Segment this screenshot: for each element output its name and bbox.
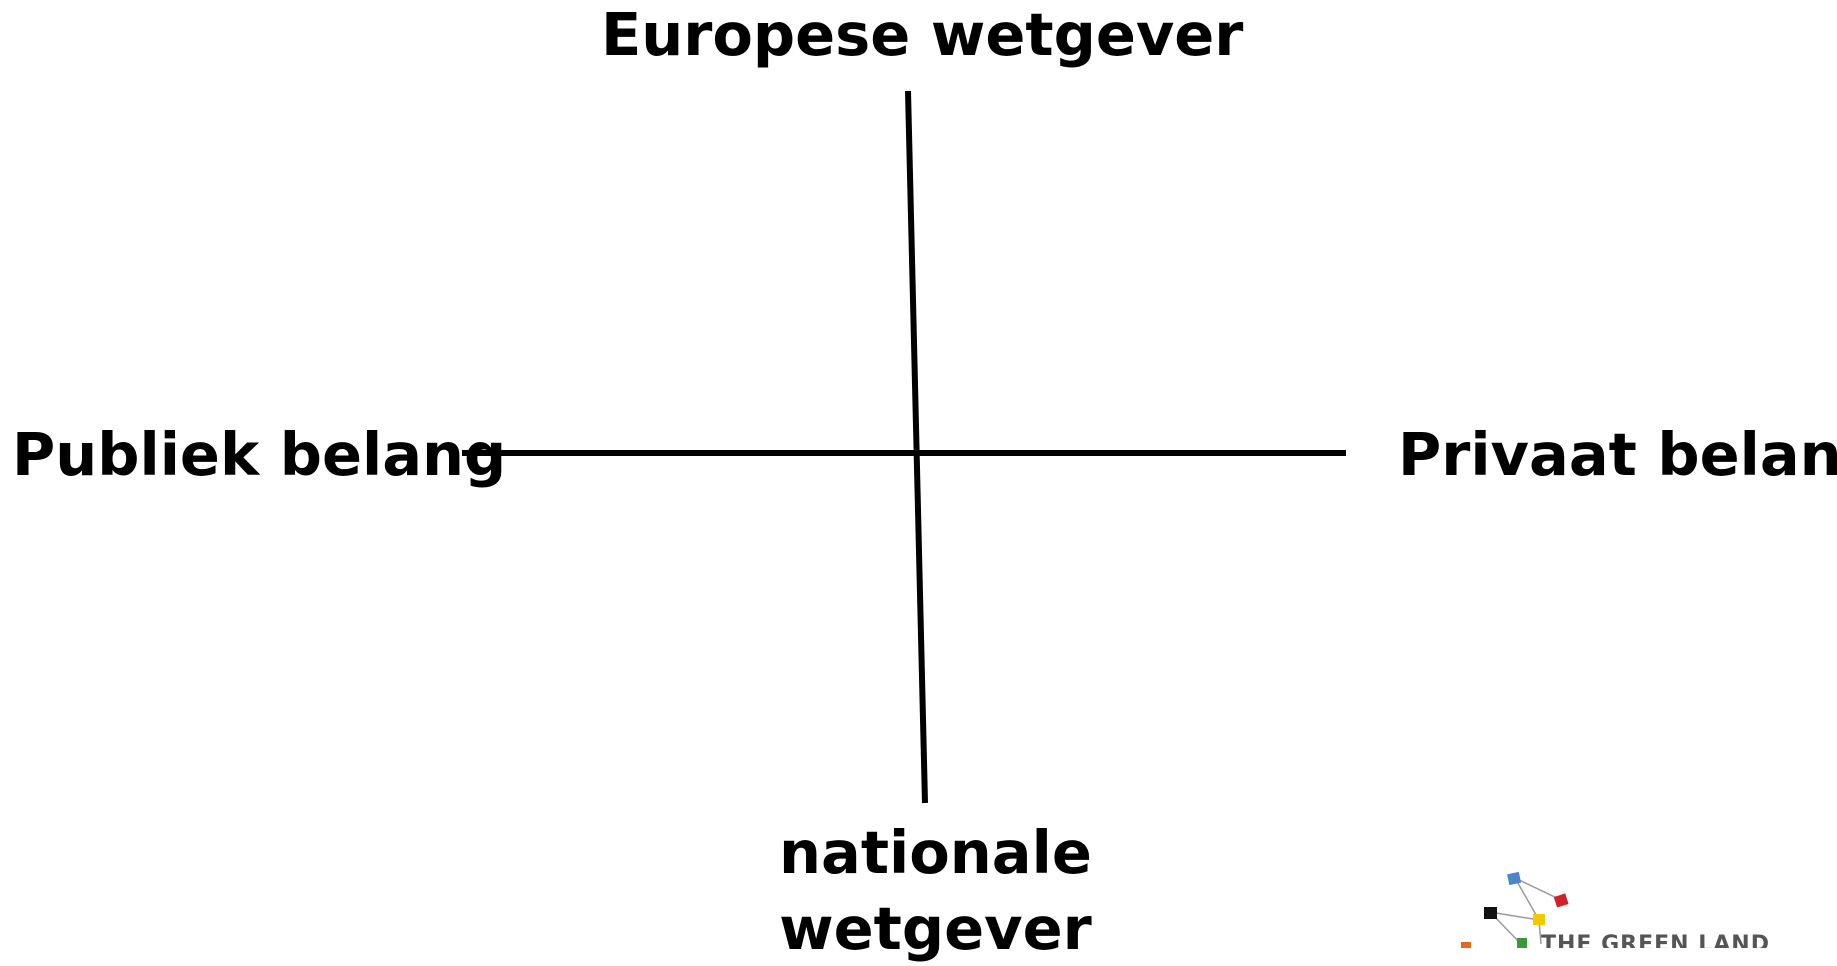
vertical-axis-line <box>905 90 928 804</box>
bottom-axis-label-line1: nationale <box>779 818 1092 887</box>
logo-mark <box>1461 871 1569 948</box>
logo-text: THE GREEN LAND <box>1541 932 1770 948</box>
the-green-land-logo: THE GREEN LAND <box>1455 868 1785 948</box>
left-axis-label: Publiek belang <box>12 420 507 489</box>
top-axis-label: Europese wetgever <box>601 0 1244 69</box>
logo-square-black <box>1484 907 1497 919</box>
logo-square-blue <box>1507 871 1522 886</box>
logo-square-orange <box>1461 942 1471 948</box>
logo-square-red <box>1553 893 1569 908</box>
logo-square-green <box>1517 938 1527 948</box>
right-axis-label: Privaat belang <box>1398 420 1837 489</box>
logo-square-yellow <box>1533 914 1545 925</box>
